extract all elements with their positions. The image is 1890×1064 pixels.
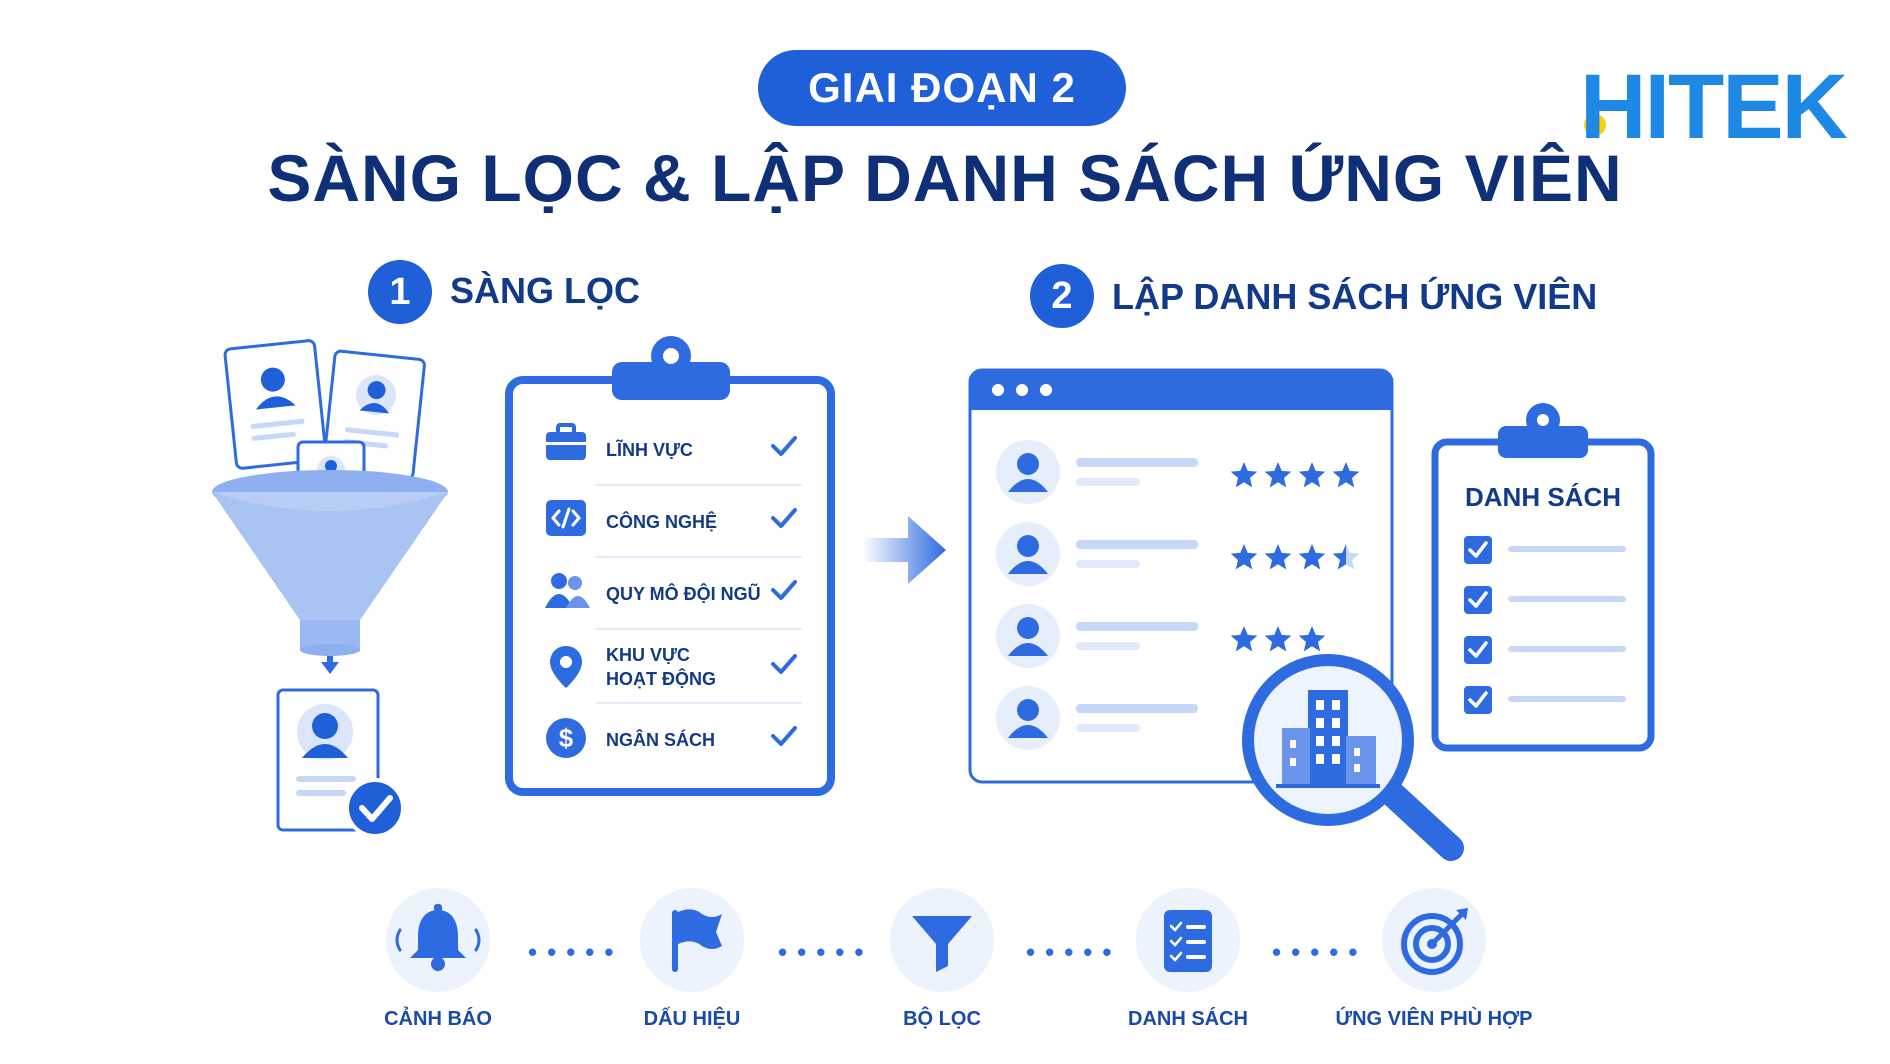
flow-step-danh-sach bbox=[1136, 888, 1240, 992]
flow-label-ung-vien: ỨNG VIÊN PHÙ HỢP bbox=[1335, 1008, 1533, 1030]
magnifier-icon bbox=[1236, 648, 1472, 866]
code-icon bbox=[546, 500, 586, 536]
check-icon bbox=[770, 578, 798, 607]
flow-label-danh-sach: DANH SÁCH bbox=[1128, 1008, 1248, 1030]
star-icon bbox=[1298, 544, 1326, 570]
team-icon bbox=[545, 573, 590, 608]
check-icon bbox=[770, 724, 798, 753]
star-ratings bbox=[1228, 456, 1378, 656]
star-icon bbox=[1332, 462, 1360, 488]
criteria-icon-team bbox=[542, 570, 590, 615]
criteria-label-khu-vuc-line2: HOẠT ĐỘNG bbox=[606, 669, 716, 689]
window-dot bbox=[1016, 384, 1028, 396]
funnel-illustration bbox=[200, 330, 460, 850]
flow-connector: ••••• bbox=[778, 937, 874, 967]
step-1-number: 1 bbox=[368, 260, 432, 324]
bell-icon bbox=[395, 904, 481, 971]
shortlist-item bbox=[1464, 636, 1626, 664]
office-building-icon bbox=[1276, 690, 1380, 788]
logo-text: HITEK bbox=[1580, 58, 1848, 148]
window-dot bbox=[1040, 384, 1052, 396]
criteria-divider bbox=[596, 556, 802, 558]
shortlist-clipboard bbox=[1430, 398, 1656, 756]
location-pin-icon bbox=[550, 646, 582, 688]
candidate-rows bbox=[996, 440, 1266, 750]
candidate-row bbox=[996, 440, 1198, 504]
shortlist-item bbox=[1464, 586, 1626, 614]
filter-icon bbox=[912, 916, 972, 972]
page-title: SÀNG LỌC & LẬP DANH SÁCH ỨNG VIÊN bbox=[267, 141, 1623, 215]
flow-label-canh-bao: CẢNH BÁO bbox=[384, 1008, 492, 1030]
criteria-divider bbox=[596, 484, 802, 486]
criteria-clipboard bbox=[504, 330, 836, 800]
criteria-divider bbox=[596, 702, 802, 704]
flow-connector: ••••• bbox=[528, 937, 624, 967]
criteria-icon-briefcase bbox=[544, 422, 588, 467]
flow-step-bo-loc bbox=[890, 888, 994, 992]
criteria-label-linh-vuc: LĨNH VỰC bbox=[606, 440, 693, 460]
flow-label-dau-hieu: DẤU HIỆU bbox=[643, 1008, 741, 1030]
star-icon bbox=[1230, 462, 1258, 488]
stage-badge: GIAI ĐOẠN 2 bbox=[758, 50, 1126, 126]
briefcase-icon bbox=[546, 423, 586, 460]
star-icon bbox=[1298, 626, 1326, 652]
star-icon bbox=[1230, 626, 1258, 652]
step-1-label: SÀNG LỌC bbox=[450, 270, 641, 311]
shortlist-title: DANH SÁCH bbox=[1465, 482, 1621, 512]
star-icon bbox=[1298, 462, 1326, 488]
criteria-divider bbox=[596, 628, 802, 630]
svg-text:$: $ bbox=[559, 723, 574, 753]
star-icon bbox=[1264, 544, 1292, 570]
step-2-number: 2 bbox=[1030, 264, 1094, 328]
flag-icon bbox=[672, 909, 722, 972]
window-dot bbox=[992, 384, 1004, 396]
check-icon bbox=[770, 434, 798, 463]
criteria-icon-location bbox=[548, 644, 584, 695]
shortlist-item bbox=[1464, 686, 1626, 714]
candidate-row bbox=[996, 686, 1198, 750]
flow-step-ung-vien bbox=[1382, 888, 1486, 992]
criteria-label-khu-vuc: KHU VỰC HOẠT ĐỘNG bbox=[606, 643, 716, 691]
flow-step-canh-bao bbox=[386, 888, 490, 992]
flow-connector: ••••• bbox=[1272, 937, 1368, 967]
criteria-label-ngan-sach: NGÂN SÁCH bbox=[606, 730, 716, 750]
arrow-right-icon bbox=[862, 510, 946, 595]
target-icon bbox=[1401, 908, 1468, 975]
criteria-icon-code bbox=[544, 498, 588, 543]
flow-label-bo-loc: BỘ LỌC bbox=[903, 1008, 981, 1030]
star-icon bbox=[1332, 544, 1360, 570]
step-2-label: LẬP DANH SÁCH ỨNG VIÊN bbox=[1112, 276, 1598, 317]
check-icon bbox=[770, 652, 798, 681]
candidate-row bbox=[996, 522, 1198, 586]
dollar-icon: $ bbox=[546, 718, 586, 758]
shortlist-items bbox=[1460, 530, 1630, 730]
star-icon bbox=[1230, 544, 1258, 570]
flow-connector: ••••• bbox=[1026, 937, 1122, 967]
criteria-icon-dollar: $ bbox=[544, 716, 588, 765]
star-icon bbox=[1264, 462, 1292, 488]
star-icon bbox=[1264, 626, 1292, 652]
checklist-icon bbox=[1164, 910, 1212, 972]
hitek-logo: HITEK bbox=[1580, 56, 1860, 158]
shortlist-item bbox=[1464, 536, 1626, 564]
criteria-label-khu-vuc-line1: KHU VỰC bbox=[606, 645, 690, 665]
criteria-label-quy-mo: QUY MÔ ĐỘI NGŨ bbox=[606, 584, 761, 604]
flow-step-dau-hieu bbox=[640, 888, 744, 992]
candidate-row bbox=[996, 604, 1198, 668]
criteria-label-cong-nghe: CÔNG NGHỆ bbox=[606, 512, 718, 532]
check-icon bbox=[770, 506, 798, 535]
